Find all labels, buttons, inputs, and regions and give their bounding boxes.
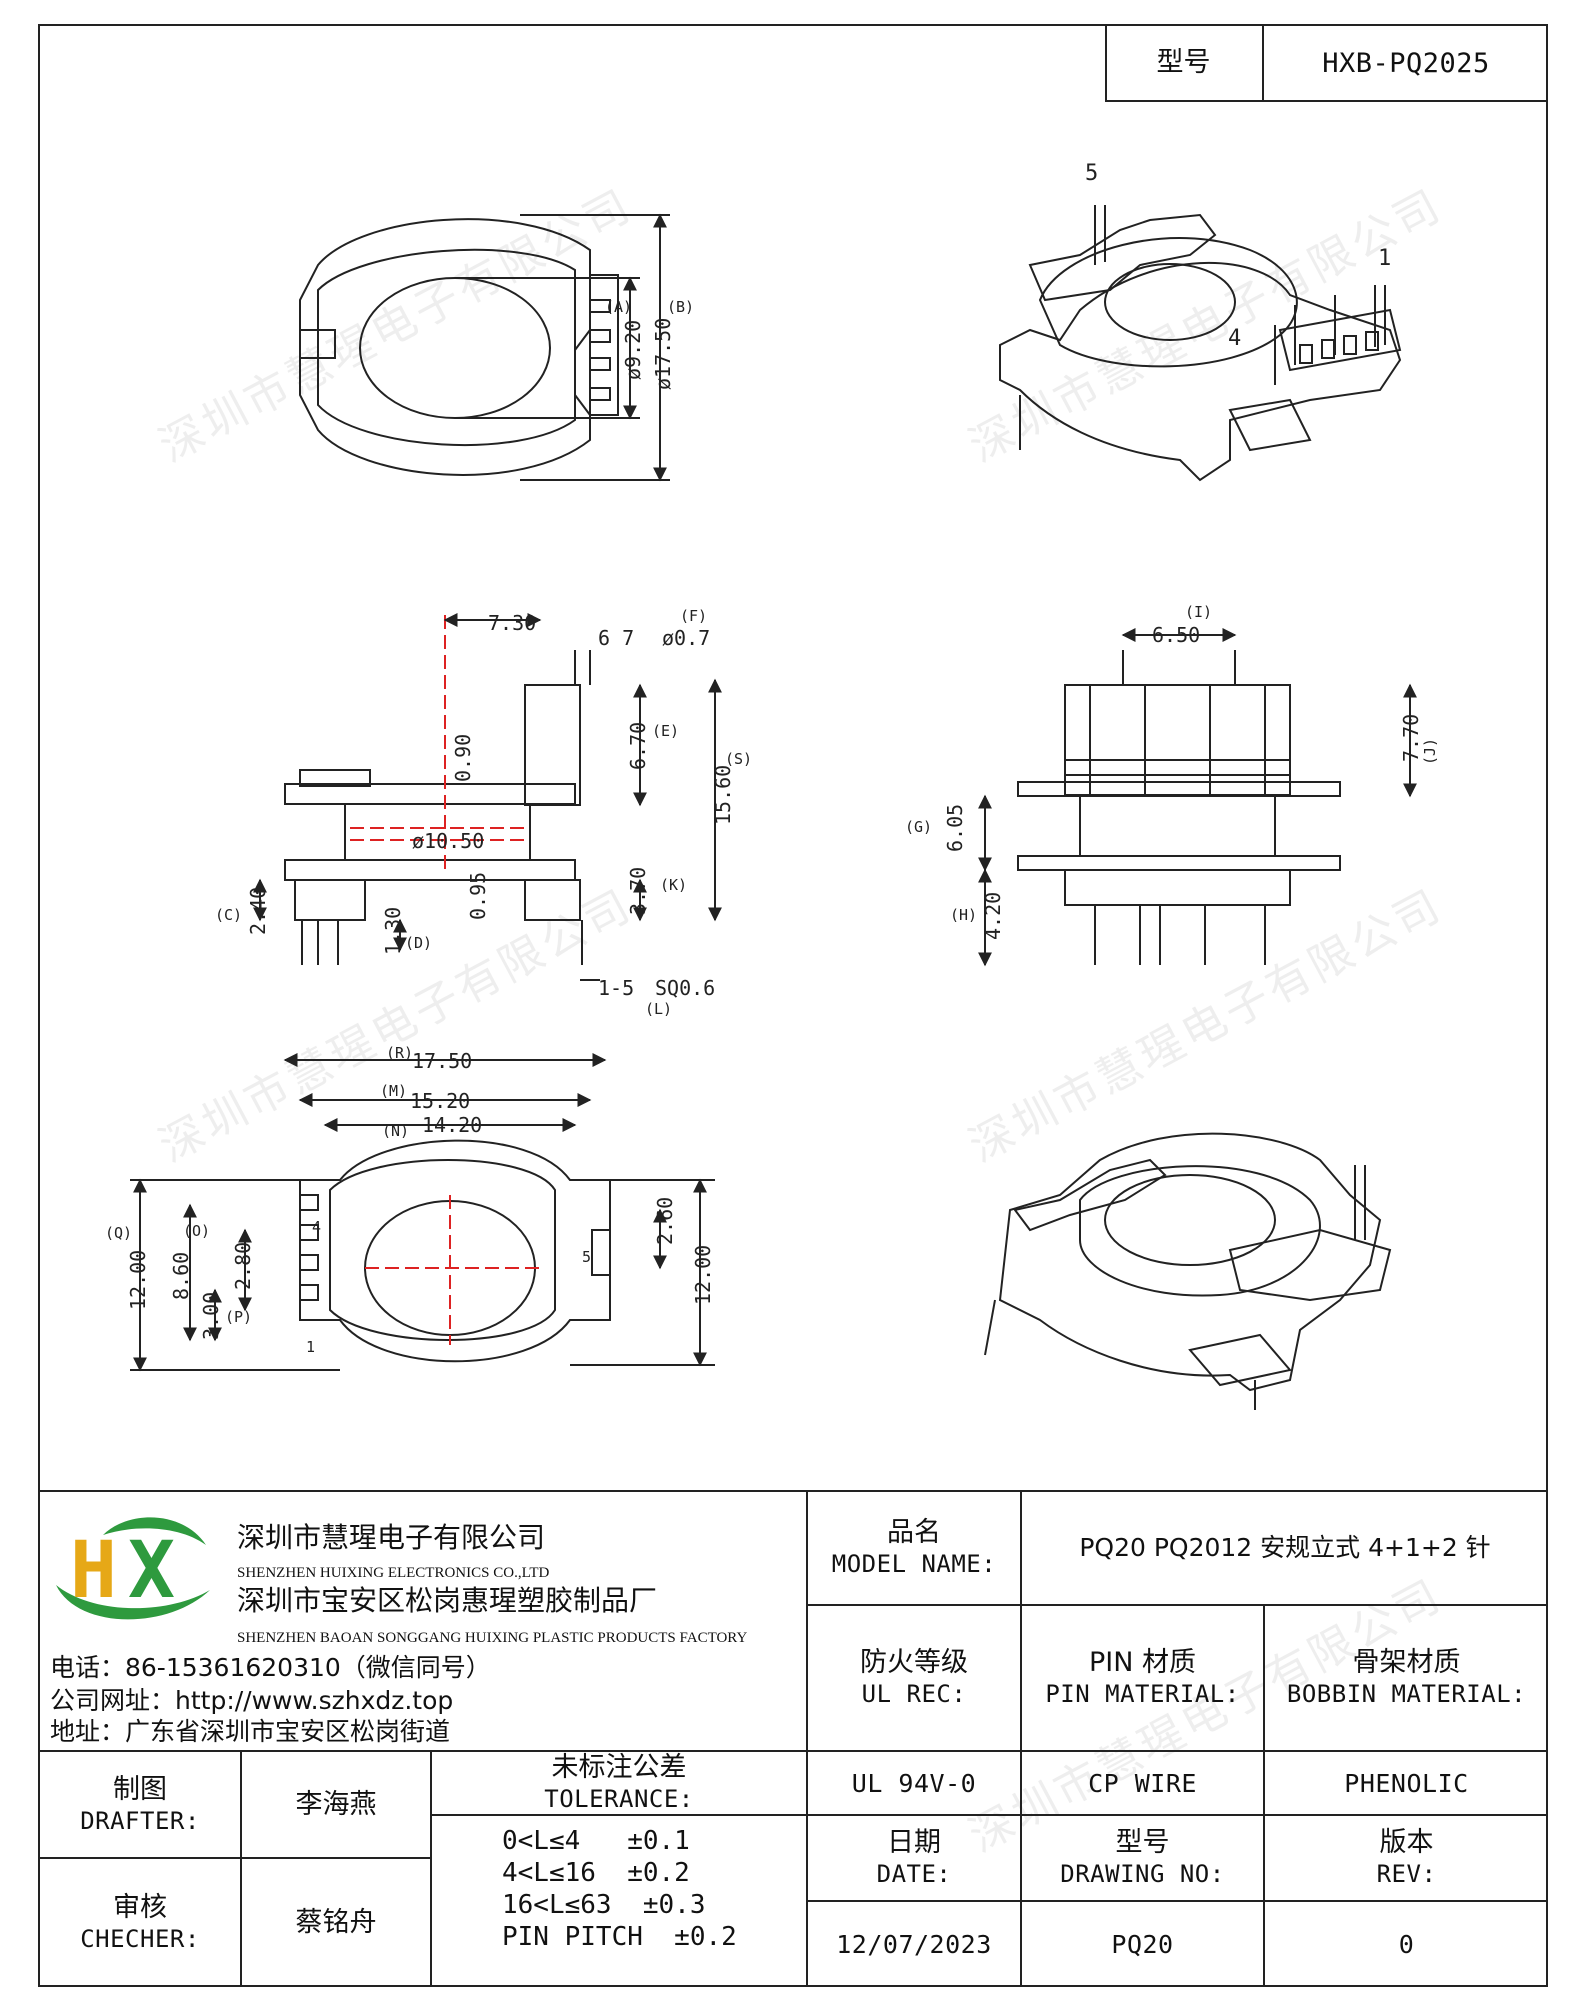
date-label: 日期 DATE:	[876, 1827, 952, 1888]
side-e-val: 6.70	[626, 722, 650, 770]
bottom-pin1: 1	[306, 1338, 315, 1356]
side-c: (C)	[215, 906, 242, 924]
side-d095: 0.95	[466, 872, 490, 920]
tolerance-row: 4<L≤16 ±0.2	[502, 1858, 690, 1888]
bottom-m: (M)	[380, 1082, 407, 1100]
bottom-view	[130, 1053, 715, 1372]
side-e: (E)	[652, 722, 679, 740]
front-i: (I)	[1185, 603, 1212, 621]
side-c-val: 2.40	[246, 887, 270, 935]
bottom-m-val: 15.20	[410, 1089, 470, 1113]
side-d: (D)	[405, 934, 432, 952]
technical-drawings: (A) (B) ø9.20 ø17.50 5 1 4 7.30 6 7 (F) …	[105, 161, 1439, 1410]
front-j-val: 7.70	[1399, 714, 1423, 762]
side-w730: 7.30	[488, 611, 536, 635]
bottom-n: (N)	[382, 1122, 409, 1140]
factory-name-cn: 深圳市宝安区松岗惠瑆塑胶制品厂	[237, 1584, 658, 1617]
iso-bottom-view	[984, 1132, 1392, 1410]
side-s: (S)	[725, 750, 752, 768]
dim-a-label: (A)	[605, 298, 632, 316]
tolerance-row: 0<L≤4 ±0.1	[502, 1826, 690, 1856]
front-view	[978, 628, 1417, 967]
bottom-n-val: 14.20	[422, 1113, 482, 1137]
bottom-o-val: 8.60	[169, 1252, 193, 1300]
side-d090: 0.90	[451, 734, 475, 782]
rev-value: 0	[1398, 1930, 1415, 1959]
bottom-q: (Q)	[105, 1224, 132, 1242]
iso-top-view	[999, 205, 1402, 482]
bottom-v300: 3.00	[199, 1292, 223, 1340]
side-d-val: 1.30	[381, 907, 405, 955]
bobbin-material-value: PHENOLIC	[1344, 1768, 1469, 1798]
front-h-val: 4.20	[981, 892, 1005, 940]
inner-dia-label: ø9.20	[621, 320, 645, 380]
side-pin-dims: 6 7	[598, 626, 634, 650]
factory-name-en: SHENZHEN BAOAN SONGGANG HUIXING PLASTIC …	[237, 1630, 748, 1646]
company-phone: 电话：86-15361620310（微信同号）	[50, 1653, 491, 1682]
logo-letter-x: X	[128, 1526, 175, 1616]
date-value: 12/07/2023	[836, 1930, 992, 1959]
front-j: (J)	[1421, 738, 1439, 765]
model-name-value: PQ20 PQ2012 安规立式 4+1+2 针	[1079, 1533, 1491, 1562]
side-f: (F)	[680, 607, 707, 625]
side-l-sq: SQ0.6	[655, 976, 715, 1000]
drafter-value: 李海燕	[295, 1788, 377, 1820]
company-address: 地址：广东省深圳市宝安区松岗街道	[50, 1717, 451, 1746]
side-k-val: 3.70	[626, 867, 650, 915]
front-g: (G)	[905, 818, 932, 836]
rev-label: 版本 REV:	[1376, 1827, 1437, 1888]
drawing-no-label: 型号 DRAWING NO:	[1060, 1827, 1225, 1888]
side-l: (L)	[645, 1000, 672, 1018]
company-name-en: SHENZHEN HUIXING ELECTRONICS CO.,LTD	[237, 1565, 550, 1581]
iso-pin4-label: 4	[1228, 326, 1241, 351]
logo-swoosh	[56, 1585, 210, 1620]
bottom-v260: 2.60	[653, 1197, 677, 1245]
checker-label: 审核 CHECHER:	[80, 1892, 200, 1953]
checker-value: 蔡铭舟	[295, 1907, 377, 1938]
bottom-pin4: 4	[312, 1218, 321, 1236]
logo-letter-h: H	[70, 1526, 117, 1616]
pin-material-label: PIN 材质 PIN MATERIAL:	[1045, 1647, 1240, 1708]
bottom-p: (P)	[225, 1308, 252, 1326]
drafter-label: 制图 DRAFTER:	[80, 1773, 200, 1835]
front-g-val: 6.05	[943, 804, 967, 852]
side-k: (K)	[660, 876, 687, 894]
bottom-v280: 2.80	[231, 1242, 255, 1290]
company-website: 公司网址：http://www.szhxdz.top	[50, 1686, 454, 1715]
bottom-q-val: 12.00	[126, 1250, 150, 1310]
bottom-r-val: 17.50	[412, 1049, 472, 1073]
front-h: (H)	[950, 906, 977, 924]
fire-rating-value: UL 94V-0	[851, 1768, 977, 1798]
company-name-cn: 深圳市慧瑆电子有限公司	[237, 1521, 546, 1554]
side-f-val: ø0.7	[662, 626, 710, 650]
bottom-r: (R)	[386, 1044, 413, 1062]
bottom-o: (O)	[183, 1222, 210, 1240]
drawing-frame	[38, 24, 1548, 1987]
drawing-no-value: PQ20	[1111, 1930, 1174, 1959]
side-view	[253, 613, 722, 981]
iso-pin5-label: 5	[1085, 161, 1098, 186]
fire-rating-label: 防火等级 UL REC:	[860, 1647, 968, 1708]
header-model-value: HXB-PQ2025	[1322, 47, 1490, 79]
header-model-box	[1105, 24, 1548, 102]
bottom-pin5: 5	[582, 1248, 591, 1266]
dim-b-label: (B)	[667, 298, 694, 316]
side-s-val: 15.60	[711, 765, 735, 825]
model-name-label: 品名 MODEL NAME:	[831, 1517, 997, 1578]
pin-material-value: CP WIRE	[1088, 1768, 1197, 1798]
outer-dia-label: ø17.50	[651, 318, 675, 390]
front-i-val: 6.50	[1152, 623, 1200, 647]
tolerance-row: PIN PITCH ±0.2	[502, 1922, 737, 1952]
iso-pin1-label: 1	[1378, 246, 1391, 271]
company-logo: H X	[56, 1517, 210, 1620]
bobbin-material-label: 骨架材质 BOBBIN MATERIAL:	[1286, 1647, 1527, 1708]
header-model-label: 型号	[1156, 47, 1211, 78]
top-view	[299, 213, 670, 482]
tolerance-label: 未标注公差 TOLERANCE:	[544, 1752, 694, 1813]
tolerance-row: 16<L≤63 ±0.3	[502, 1890, 706, 1920]
side-l-vals: 1-5	[598, 976, 634, 1000]
bottom-right12: 12.00	[691, 1245, 715, 1305]
side-bore: ø10.50	[412, 829, 484, 853]
